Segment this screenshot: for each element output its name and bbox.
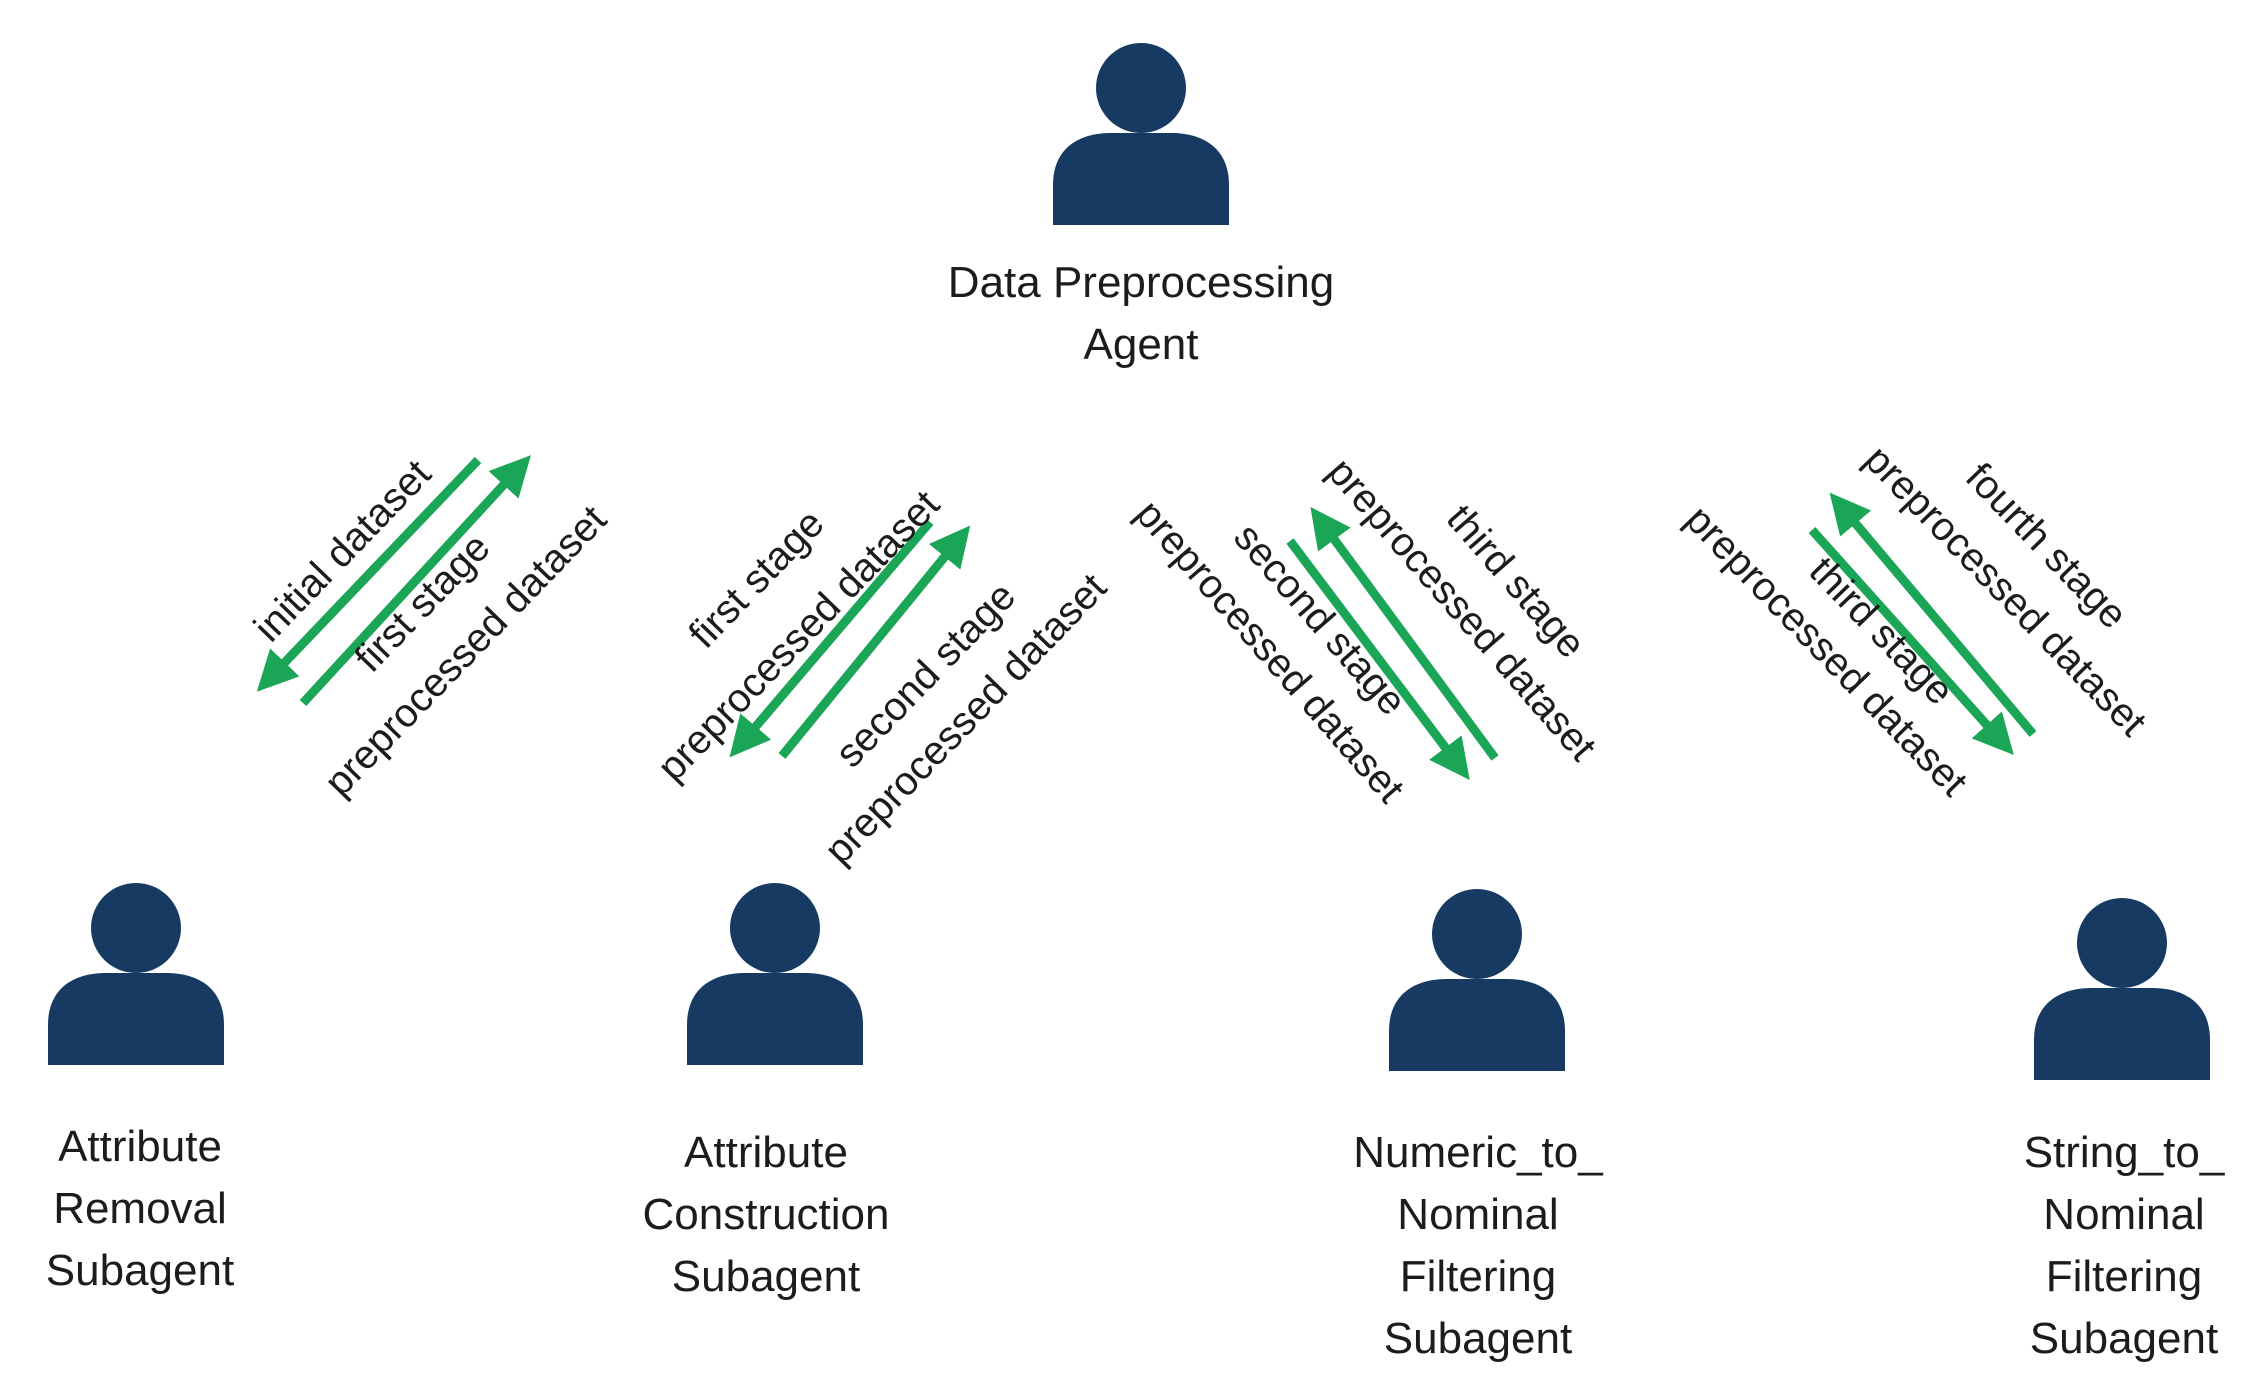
attribute-removal-label-line-2: Removal: [53, 1184, 227, 1233]
edge-labels: initial dataset first stage preprocessed…: [246, 437, 2155, 872]
numeric-to-nominal-label-line-1: Numeric_to_: [1353, 1128, 1603, 1177]
string-to-nominal-person-icon: [2034, 898, 2210, 1080]
attribute-removal-label-line-3: Subagent: [45, 1246, 235, 1295]
attribute-construction-label-line-2: Construction: [642, 1190, 890, 1239]
string-to-nominal-label-line-4: Subagent: [2029, 1314, 2219, 1363]
numeric-to-nominal-label: Numeric_to_ Nominal Filtering Subagent: [1353, 1122, 1602, 1370]
numeric-to-nominal-person-icon: [1389, 889, 1565, 1071]
attribute-removal-person-icon: [48, 883, 224, 1065]
arrow-second-stage-to-numeric: [1286, 538, 1470, 780]
numeric-to-nominal-label-line-4: Subagent: [1383, 1314, 1573, 1363]
arrow-third-stage-return: [1310, 506, 1499, 761]
arrow-first-stage-return: [299, 455, 531, 707]
string-to-nominal-label-line-1: String_to_: [2023, 1128, 2225, 1177]
attribute-construction-label-line-3: Subagent: [671, 1252, 861, 1301]
arrow-first-stage-to-construction: [729, 519, 934, 758]
agent-label-line-2: Agent: [1083, 320, 1199, 369]
agent-label-line-1: Data Preprocessing: [947, 258, 1335, 307]
arrows-group: [256, 455, 2037, 780]
arrow-third-stage-to-string: [1808, 526, 2014, 756]
numeric-to-nominal-label-line-3: Filtering: [1399, 1252, 1557, 1301]
string-to-nominal-label: String_to_ Nominal Filtering Subagent: [2024, 1122, 2225, 1370]
string-to-nominal-label-line-2: Nominal: [2043, 1190, 2205, 1239]
arrow-second-stage-return: [778, 525, 971, 759]
attribute-construction-person-icon: [687, 883, 863, 1065]
agent-person-icon: [1053, 43, 1229, 225]
arrow-initial-dataset: [256, 456, 482, 692]
attribute-removal-label: Attribute Removal Subagent: [46, 1116, 234, 1302]
string-to-nominal-label-line-3: Filtering: [2045, 1252, 2203, 1301]
attribute-construction-label-line-1: Attribute: [684, 1128, 848, 1177]
numeric-to-nominal-label-line-2: Nominal: [1397, 1190, 1559, 1239]
attribute-removal-label-line-1: Attribute: [58, 1122, 222, 1171]
agent-label: Data Preprocessing Agent: [948, 252, 1334, 376]
attribute-construction-label: Attribute Construction Subagent: [642, 1122, 889, 1308]
arrow-fourth-stage-return: [1829, 492, 2037, 737]
